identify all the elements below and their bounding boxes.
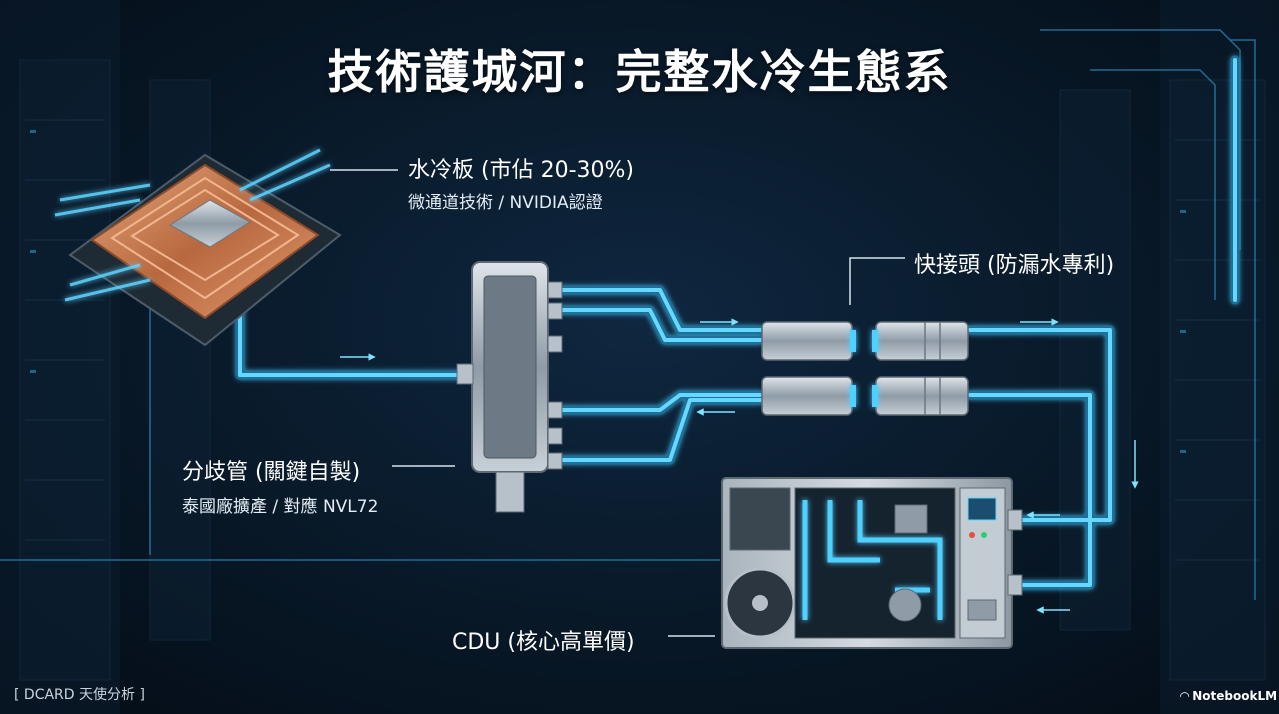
notebooklm-logo-icon: ◠: [1180, 689, 1189, 703]
brand-name: NotebookLM: [1192, 689, 1277, 703]
cold-plate-label: 水冷板 (市佔 20-30%): [408, 152, 634, 184]
page-title: 技術護城河：完整水冷生態系: [0, 36, 1279, 102]
cdu-illustration: [722, 478, 1022, 648]
brand-watermark: ◠NotebookLM: [1180, 689, 1277, 703]
quick-connector-illustration: [762, 322, 968, 415]
footer-source: [ DCARD 天使分析 ]: [14, 684, 145, 704]
manifold-label: 分歧管 (關鍵自製): [182, 454, 360, 486]
manifold-illustration: [457, 262, 562, 512]
cdu-label: CDU (核心高單價): [452, 624, 635, 656]
manifold-sublabel: 泰國廠擴產 / 對應 NVL72: [182, 492, 378, 517]
quick-connector-label: 快接頭 (防漏水專利): [914, 247, 1114, 279]
cold-plate-sublabel: 微通道技術 / NVIDIA認證: [408, 188, 603, 213]
